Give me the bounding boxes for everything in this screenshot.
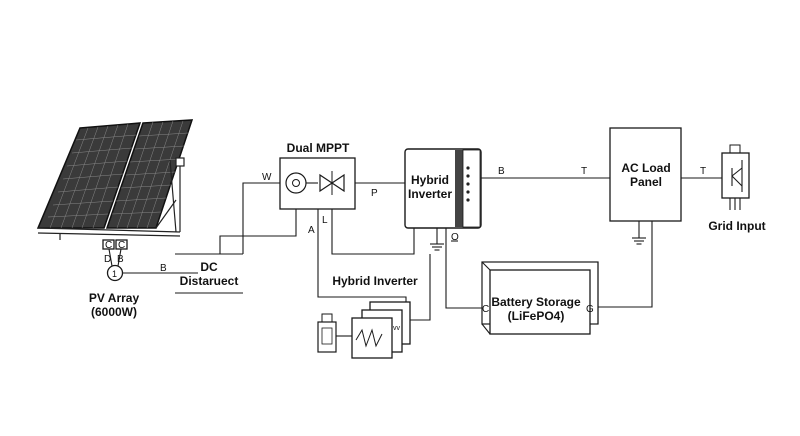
svg-text:O: O bbox=[451, 232, 459, 243]
solar-panel-array bbox=[36, 119, 194, 240]
pv-terminals: C C D B bbox=[102, 239, 128, 267]
battery-storage: Battery Storage (LiFePO4) bbox=[481, 261, 599, 335]
svg-text:C: C bbox=[482, 304, 489, 315]
svg-text:DC: DC bbox=[200, 260, 218, 274]
hybrid-inverter-lower-label: Hybrid Inverter bbox=[332, 274, 418, 288]
grid-meter bbox=[721, 144, 750, 210]
hybrid-inverter: Hybrid Inverter bbox=[404, 148, 482, 229]
ground-icon bbox=[430, 228, 444, 251]
svg-text:1: 1 bbox=[112, 269, 117, 279]
svg-text:C: C bbox=[118, 240, 125, 251]
svg-text:B: B bbox=[498, 166, 505, 177]
svg-text:vv: vv bbox=[393, 325, 401, 332]
svg-text:T: T bbox=[700, 166, 706, 177]
svg-text:P: P bbox=[371, 188, 378, 199]
svg-text:L: L bbox=[322, 215, 328, 226]
svg-text:B: B bbox=[160, 263, 167, 274]
panel-mounting-frame bbox=[37, 157, 185, 240]
plug-icon bbox=[317, 313, 337, 353]
dual-mppt-label: Dual MPPT bbox=[287, 141, 350, 155]
svg-text:Distaruect: Distaruect bbox=[180, 274, 239, 288]
hybrid-inverter-label: Hybrid bbox=[411, 173, 449, 187]
battery-chemistry: (LiFePO4) bbox=[508, 309, 565, 323]
solar-panel-left bbox=[36, 122, 142, 229]
svg-text:G: G bbox=[586, 304, 594, 315]
svg-text:A: A bbox=[308, 225, 315, 236]
ac-load-panel: AC Load Panel bbox=[609, 127, 682, 222]
svg-text:D: D bbox=[104, 254, 111, 265]
svg-text:B: B bbox=[117, 254, 124, 265]
ac-load-label-2: Panel bbox=[630, 175, 662, 189]
small-inverter-units: vv bbox=[317, 301, 411, 359]
ac-load-label: AC Load bbox=[621, 161, 670, 175]
pv-array-rating: (6000W) bbox=[91, 305, 137, 319]
svg-text:W: W bbox=[262, 172, 272, 183]
bowtie-switch-icon bbox=[319, 171, 345, 195]
hybrid-inverter-label-2: Inverter bbox=[408, 187, 452, 201]
battery-label: Battery Storage bbox=[491, 295, 581, 309]
dc-disconnect: DC Distaruect bbox=[175, 253, 243, 294]
status-leds bbox=[466, 166, 470, 202]
svg-text:C: C bbox=[105, 240, 112, 251]
grid-input-label: Grid Input bbox=[708, 219, 765, 233]
pv-array-label: PV Array bbox=[89, 291, 140, 305]
ground-icon bbox=[632, 221, 646, 245]
pv-meter: 1 bbox=[106, 264, 124, 282]
svg-text:T: T bbox=[581, 166, 587, 177]
dual-mppt-controller: Dual MPPT bbox=[279, 141, 356, 210]
